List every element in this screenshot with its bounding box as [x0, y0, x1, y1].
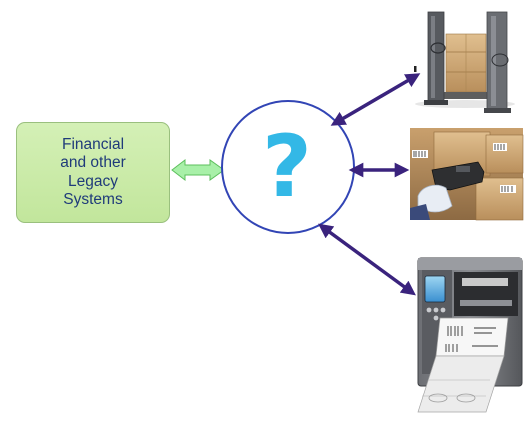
legacy-systems-box: Financial and other Legacy Systems	[16, 122, 170, 223]
label-printer-icon	[417, 257, 523, 413]
legacy-hub-connector	[171, 158, 225, 182]
connector-printer	[318, 223, 416, 296]
barcode-scanner-icon	[410, 128, 524, 221]
connector-rfid	[330, 73, 421, 126]
legacy-systems-label: Financial and other Legacy Systems	[60, 135, 126, 209]
hub-question-mark: ?	[262, 117, 312, 217]
rfid-portal-icon	[414, 11, 515, 113]
